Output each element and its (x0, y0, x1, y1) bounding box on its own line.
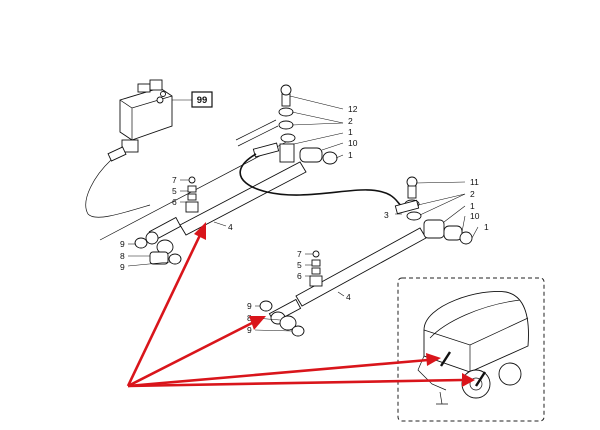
callout-7-upper: 7 (172, 175, 177, 185)
callout-1-lower-b: 1 (484, 222, 489, 232)
callout-9-upper-b: 9 (120, 262, 125, 272)
callout-2-lower: 2 (470, 189, 475, 199)
callout-8-upper: 8 (120, 251, 125, 261)
callout-4-upper: 4 (228, 222, 233, 232)
connecting-hose (239, 142, 420, 215)
callout-10-lower: 10 (470, 211, 480, 221)
callout-9-upper-a: 9 (120, 239, 125, 249)
machine-inset (397, 277, 545, 422)
callouts-upper-cylinder: 7 5 6 4 9 8 9 (120, 175, 233, 272)
callout-6-lower: 6 (297, 271, 302, 281)
callouts-lower-cylinder: 7 5 6 4 9 8 9 (247, 249, 351, 335)
callout-11: 11 (470, 177, 479, 187)
callout-1a: 1 (348, 127, 353, 137)
callout-3: 3 (384, 210, 389, 220)
callout-9-lower-b: 9 (247, 325, 252, 335)
callout-1-lower-a: 1 (470, 201, 475, 211)
callout-12: 12 (348, 104, 358, 114)
callout-2: 2 (348, 116, 353, 126)
upper-hydraulic-cylinder (99, 84, 338, 265)
callouts-lower-right: 11 2 3 1 10 1 (384, 177, 489, 239)
valve-block (107, 79, 192, 162)
callout-7-lower: 7 (297, 249, 302, 259)
callout-1b: 1 (348, 150, 353, 160)
callout-6-upper: 6 (172, 197, 177, 207)
callout-8-lower: 8 (247, 313, 252, 323)
callout-5-lower: 5 (297, 260, 302, 270)
callout-5-upper: 5 (172, 186, 177, 196)
callouts-upper-right: 12 2 1 10 1 (289, 95, 358, 160)
reference-box-99[interactable]: 99 (191, 91, 213, 108)
red-pointer-arrows (126, 222, 475, 388)
callout-4-lower: 4 (346, 292, 351, 302)
callout-9-lower-a: 9 (247, 301, 252, 311)
reference-box-label: 99 (197, 95, 208, 106)
callout-10: 10 (348, 138, 358, 148)
thin-hose (85, 159, 151, 218)
